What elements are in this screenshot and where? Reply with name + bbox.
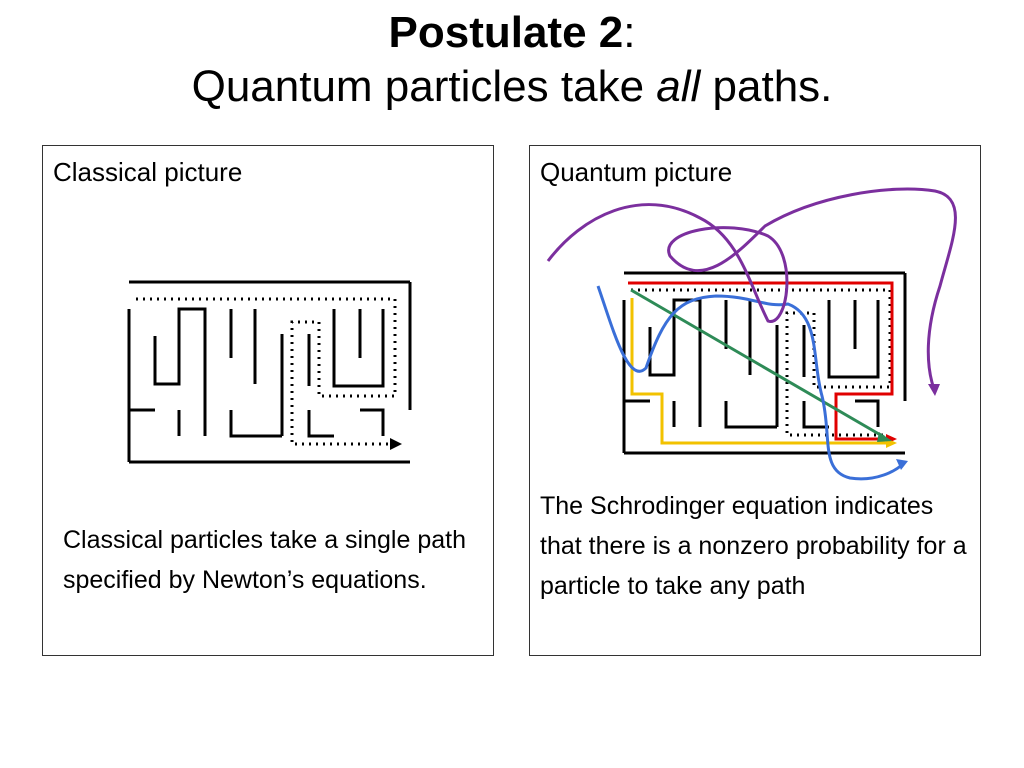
classical-heading: Classical picture <box>53 157 243 187</box>
slide-title: Postulate 2: Quantum particles take all … <box>0 6 1024 114</box>
classical-maze <box>127 280 412 464</box>
title-line2-start: Quantum particles take <box>191 62 657 111</box>
title-line2-end: paths. <box>700 62 833 111</box>
yellow-path <box>630 298 886 445</box>
title-line-2: Quantum particles take all paths. <box>0 60 1024 114</box>
maze-walls <box>127 280 412 464</box>
quantum-panel: Quantum picture <box>529 145 981 656</box>
quantum-maze <box>546 187 957 481</box>
blue-path <box>596 285 906 481</box>
green-path-arrow <box>877 432 892 442</box>
purple-path-arrow <box>928 384 940 396</box>
red-path <box>628 281 894 441</box>
quantum-heading: Quantum picture <box>540 157 733 187</box>
classical-caption: Classical particles take a single path s… <box>63 526 466 594</box>
purple-path <box>546 187 957 390</box>
title-line-1: Postulate 2: <box>0 6 1024 60</box>
green-path <box>630 288 885 439</box>
classical-panel: Classical picture Classical particles ta… <box>42 145 494 656</box>
title-colon: : <box>623 8 636 57</box>
title-all: all <box>656 62 701 111</box>
quantum-caption: The Schrodinger equation indicates that … <box>540 492 967 600</box>
classical-path-arrow <box>390 438 402 450</box>
classical-path <box>136 297 397 446</box>
title-postulate: Postulate 2 <box>388 8 624 57</box>
quantum-maze-walls <box>622 271 907 455</box>
blue-path-arrow <box>896 459 908 470</box>
